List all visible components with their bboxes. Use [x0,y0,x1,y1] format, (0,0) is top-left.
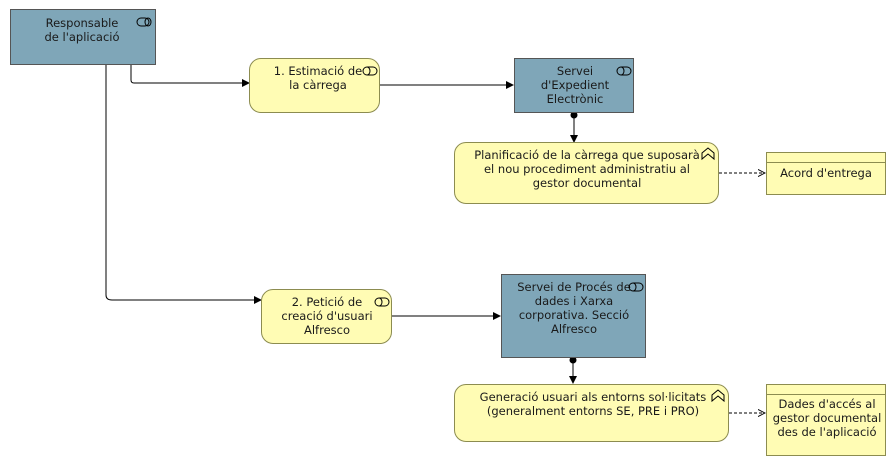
role-icon [136,17,152,27]
application-component-icon [616,66,632,76]
application-component-alfresco[interactable]: Servei de Procés de dades i Xarxa corpor… [501,274,646,358]
connector-actor-svc1 [130,65,250,87]
data-object-header [767,385,885,395]
business-event-icon [711,389,725,403]
actor-label: Responsable de l'aplicació [44,16,120,44]
app-expedient-label: Servei d'Expedient Electrònic [540,64,610,106]
service-estimacio-label: 1. Estimació de la càrrega [273,64,363,92]
service-peticio-label: 2. Petició de creació d'usuari Alfresco [281,295,373,337]
data-object-acord[interactable]: Acord d'entrega [766,152,886,195]
data-object-header [767,153,885,163]
app-alfresco-label: Servei de Procés de dades i Xarxa corpor… [517,280,631,336]
data-object-acord-label: Acord d'entrega [780,166,872,180]
application-component-icon [628,282,644,292]
business-event-planificacio[interactable]: Planificació de la càrrega que suposarà … [454,142,719,204]
business-service-peticio[interactable]: 2. Petició de creació d'usuari Alfresco [261,289,392,344]
event-generacio-label: Generació usuari als entorns sol·licitat… [479,390,707,418]
data-object-dades-label: Dades d'accés al gestor documental des d… [772,397,882,439]
event-planificacio-label: Planificació de la càrrega que suposarà … [474,148,700,190]
business-event-generacio[interactable]: Generació usuari als entorns sol·licitat… [454,384,729,442]
application-component-expedient[interactable]: Servei d'Expedient Electrònic [514,58,634,113]
business-service-icon [374,297,390,307]
actor-node[interactable]: Responsable de l'aplicació [10,9,156,65]
business-event-icon [701,147,715,161]
data-object-dades-acces[interactable]: Dades d'accés al gestor documental des d… [766,384,886,456]
business-service-estimacio[interactable]: 1. Estimació de la càrrega [249,58,380,113]
business-service-icon [362,66,378,76]
connector-actor-svc2 [105,65,262,304]
